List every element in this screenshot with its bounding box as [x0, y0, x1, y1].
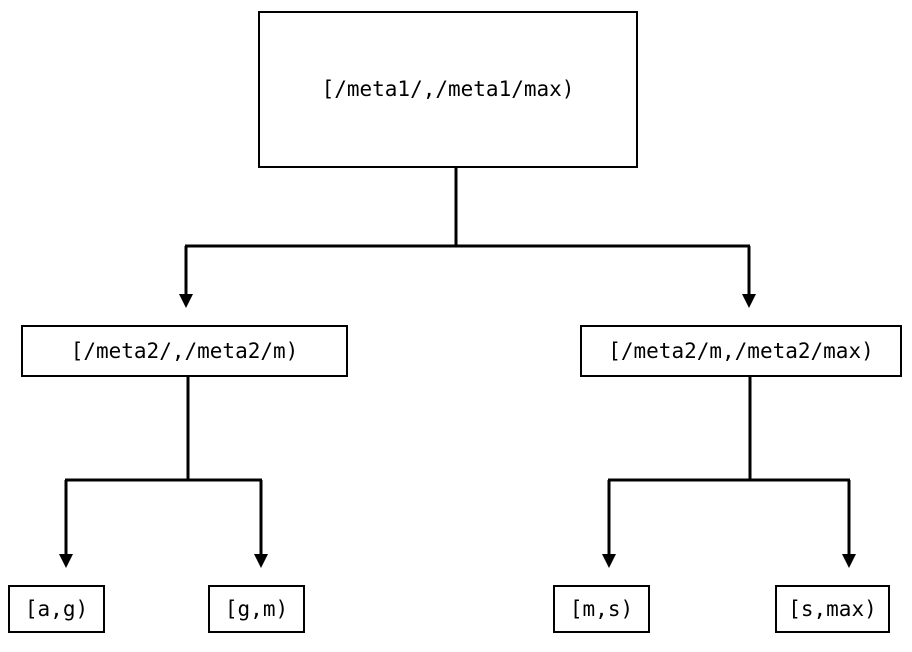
node-mid-left: [/meta2/,/meta2/m)	[21, 325, 348, 377]
arrowhead-icon-leaf-m-s	[602, 554, 616, 568]
node-mid-right-label: [/meta2/m,/meta2/max)	[608, 338, 874, 363]
edge-root-mid-left-and-right	[179, 168, 756, 308]
arrowhead-icon-leaf-a-g	[59, 554, 73, 568]
edge-midright-children	[602, 377, 856, 568]
node-mid-left-label: [/meta2/,/meta2/m)	[70, 338, 299, 363]
node-root: [/meta1/,/meta1/max)	[258, 11, 638, 168]
node-leaf-g-m: [g,m)	[208, 585, 305, 633]
arrowhead-icon-root-right	[742, 294, 756, 308]
node-mid-right: [/meta2/m,/meta2/max)	[580, 325, 902, 377]
node-leaf-m-s: [m,s)	[553, 585, 650, 633]
node-leaf-s-max: [s,max)	[775, 585, 890, 633]
arrowhead-icon-leaf-g-m	[254, 554, 268, 568]
node-leaf-g-m-label: [g,m)	[224, 596, 289, 621]
edge-midleft-children	[59, 377, 268, 568]
node-leaf-a-g-label: [a,g)	[24, 596, 89, 621]
arrowhead-icon-root-left	[179, 294, 193, 308]
node-leaf-s-max-label: [s,max)	[788, 596, 877, 621]
arrowhead-icon-leaf-s-max	[842, 554, 856, 568]
node-leaf-m-s-label: [m,s)	[569, 596, 634, 621]
node-root-label: [/meta1/,/meta1/max)	[321, 77, 575, 101]
node-leaf-a-g: [a,g)	[8, 585, 105, 633]
